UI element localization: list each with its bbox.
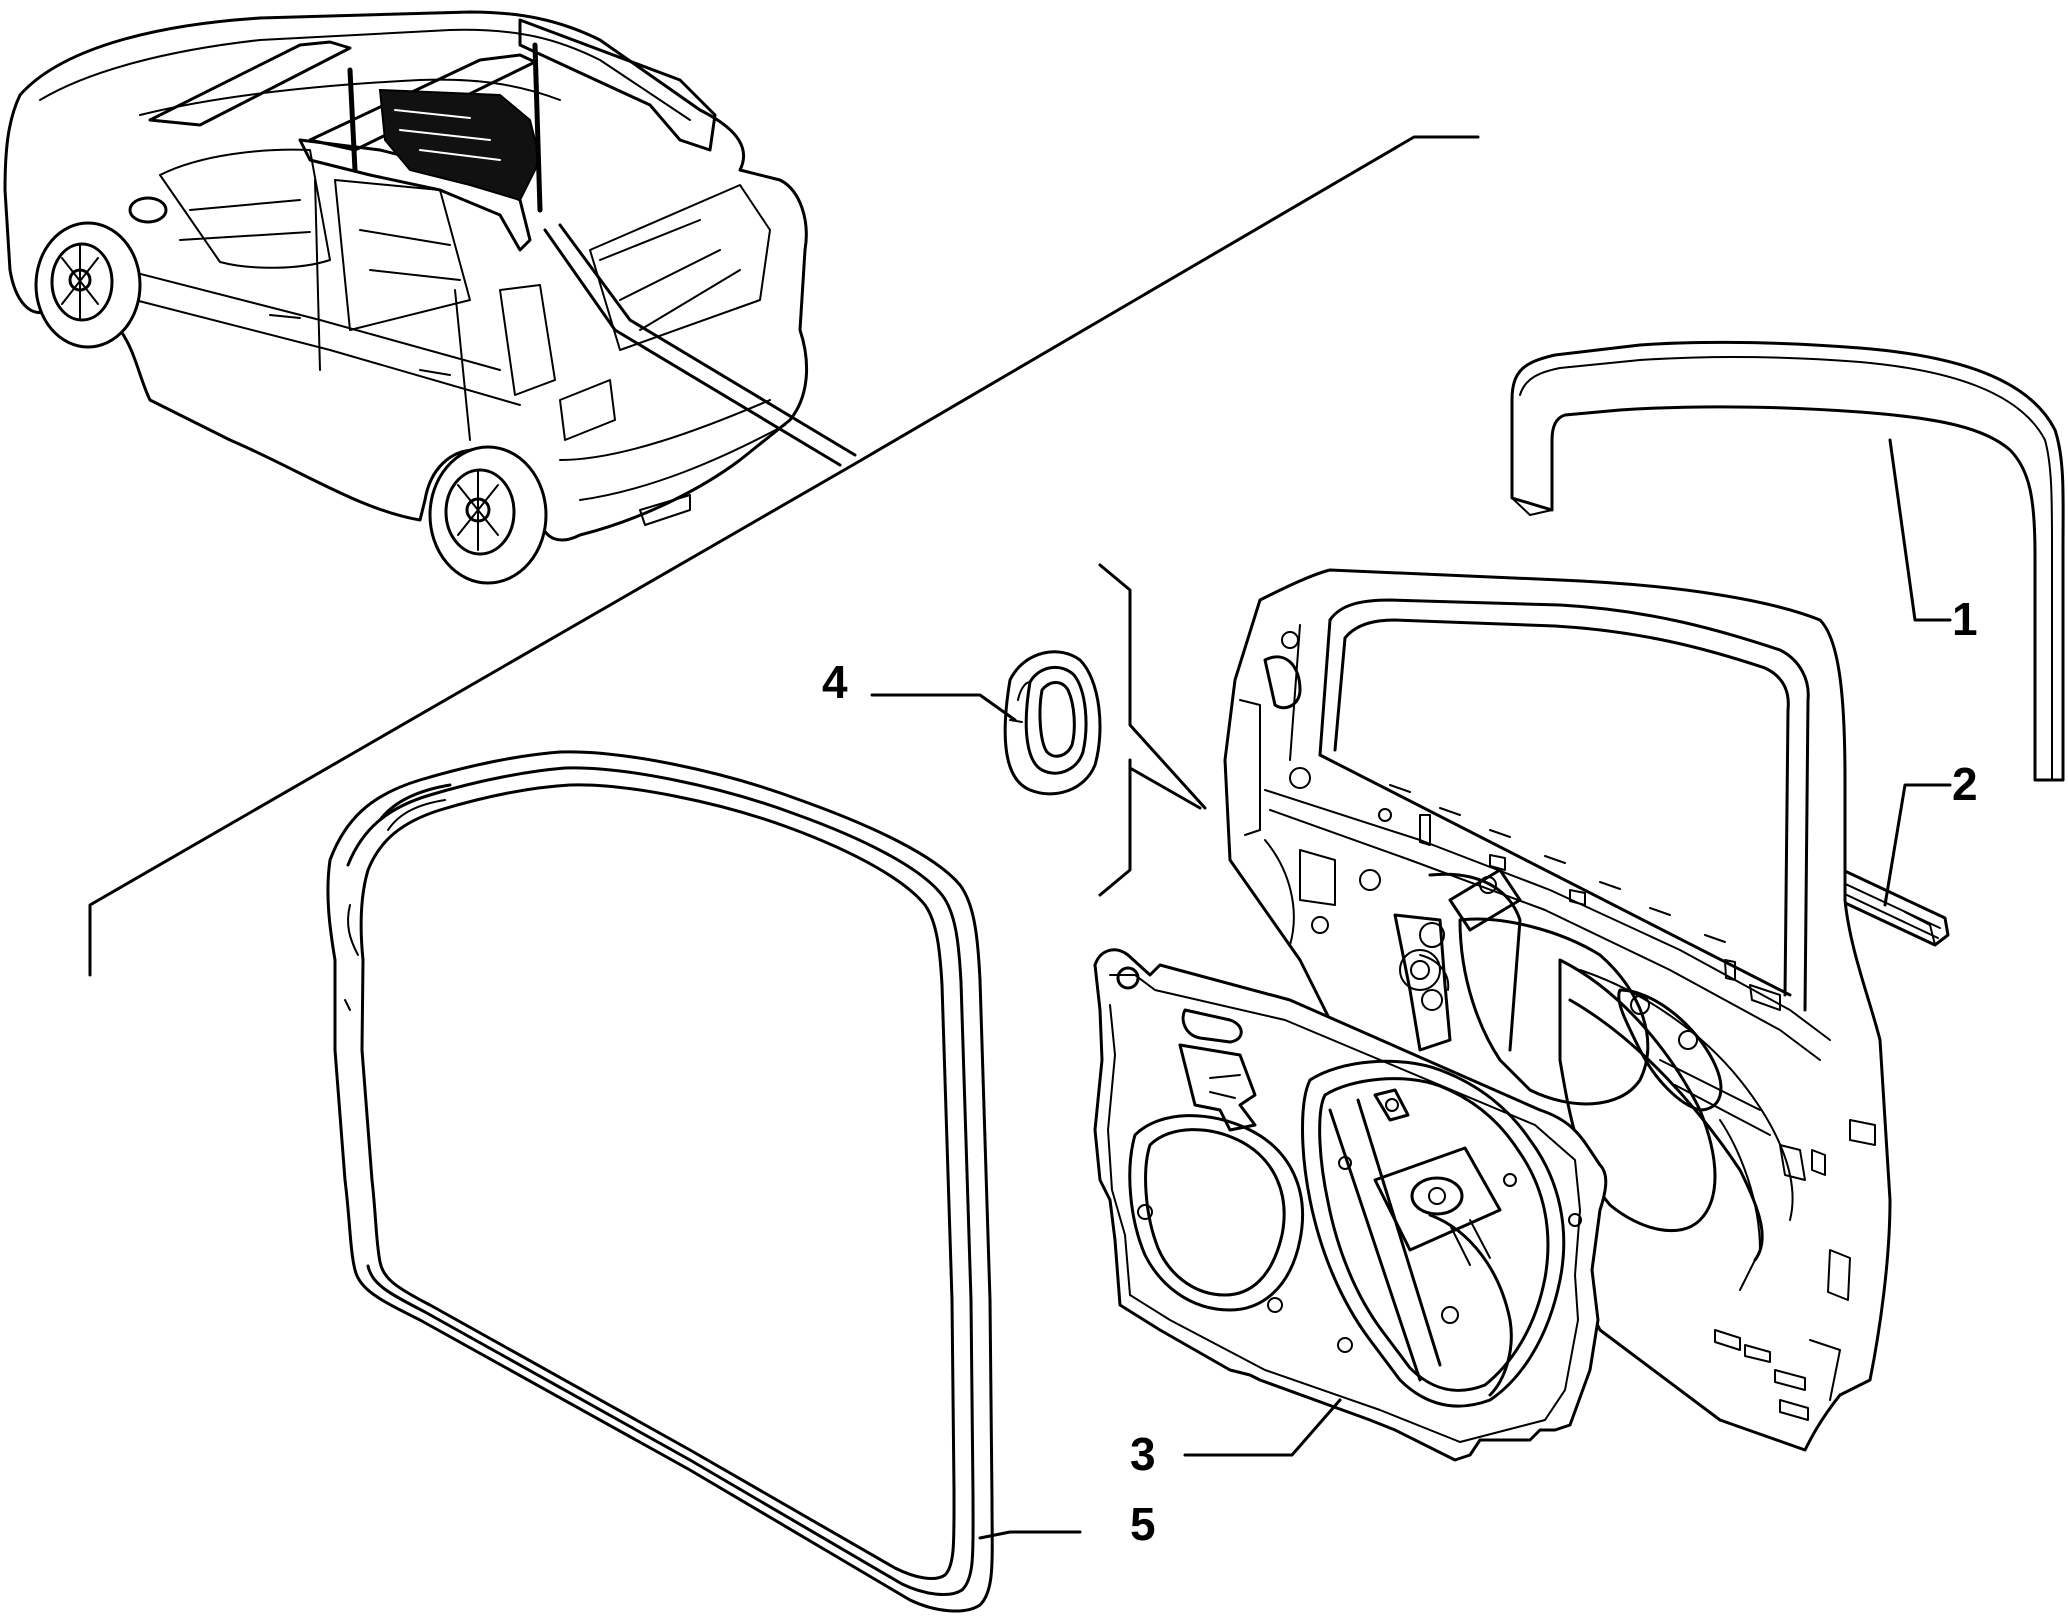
- leader-4: [870, 693, 1017, 722]
- door-inner-module-panel: [1093, 948, 1608, 1462]
- leader-2: [1883, 783, 1952, 907]
- callout-2: 2: [1952, 758, 1978, 810]
- car-overview-illustration: [3, 10, 857, 585]
- leader-5: [978, 1530, 1082, 1540]
- bracket-upper: [1098, 563, 1207, 810]
- callout-3: 3: [1130, 1428, 1156, 1480]
- door-grommet: [1003, 650, 1102, 796]
- door-perimeter-seal: [326, 750, 994, 1613]
- callout-5: 5: [1130, 1498, 1156, 1550]
- door-frame-upper-seal: [1510, 340, 2065, 782]
- leader-lines: [870, 438, 1952, 1540]
- door-shell: [1223, 568, 1892, 1452]
- callout-1: 1: [1952, 593, 1978, 645]
- zone-separator-line: [88, 135, 1480, 977]
- leader-1: [1888, 438, 1952, 622]
- callout-4: 4: [822, 656, 848, 708]
- callout-labels: 1 2 3 4 5: [822, 593, 1978, 1550]
- leader-3: [1183, 1398, 1342, 1457]
- bracket-lower: [1098, 758, 1202, 897]
